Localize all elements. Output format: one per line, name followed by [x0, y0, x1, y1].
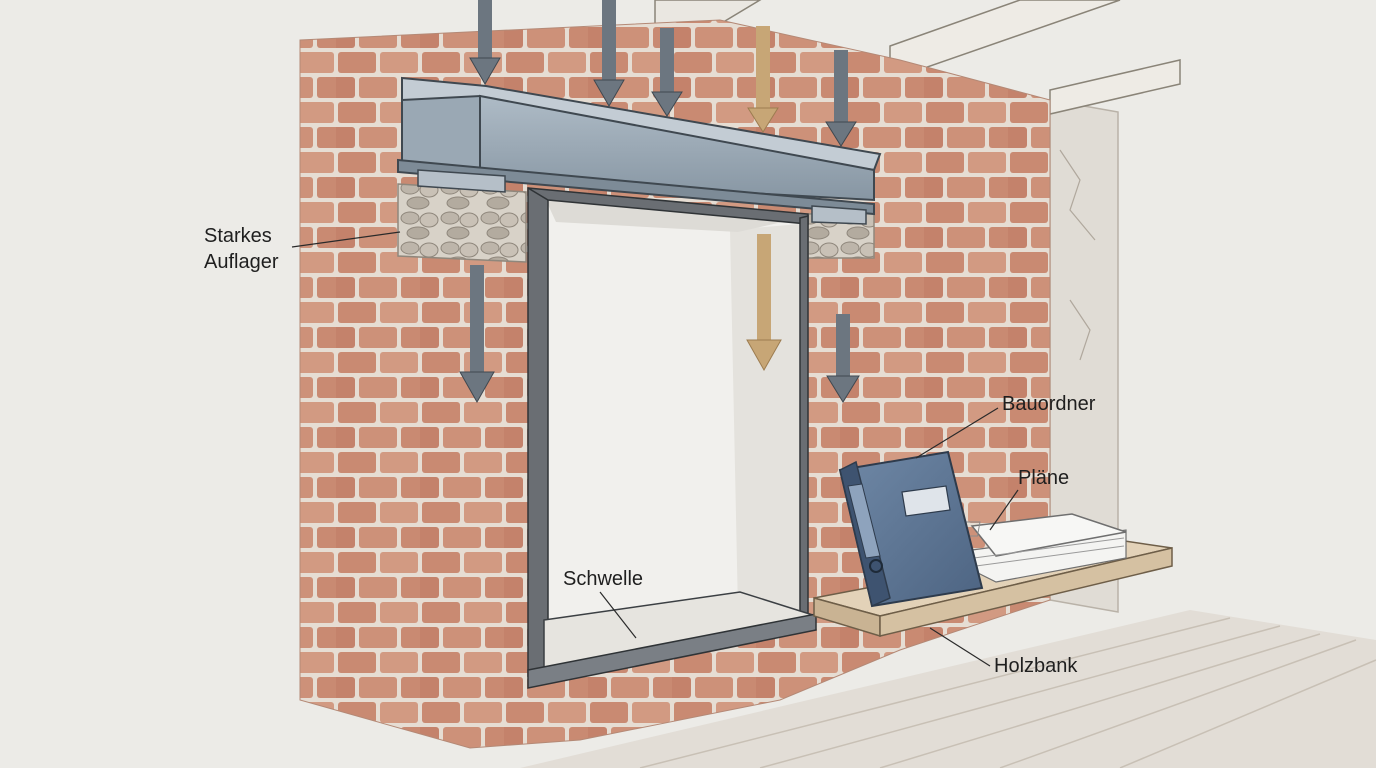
- load-arrows: [459, 0, 860, 404]
- leader-line-binder: [915, 407, 999, 459]
- label-plans: Pläne: [1018, 467, 1070, 489]
- load-arrow-down-4: [747, 26, 779, 133]
- stone-support-left: [397, 183, 527, 263]
- load-arrow-down-1: [469, 0, 501, 86]
- leader-line-sill: [599, 591, 637, 639]
- load-arrow-opening: [746, 234, 782, 372]
- load-arrow-support-right: [826, 314, 860, 403]
- label-sill: Schwelle: [563, 568, 644, 590]
- load-arrow-support-left: [459, 265, 495, 404]
- leader-lines: [291, 231, 1019, 667]
- sill: [527, 591, 817, 689]
- load-arrow-down-5: [825, 50, 857, 147]
- leader-line-plans: [989, 489, 1019, 531]
- label-support-line2: Auflager: [204, 251, 279, 273]
- steel-lintel-beam: [397, 76, 882, 225]
- load-arrow-down-3: [651, 28, 683, 117]
- label-binder: Bauordner: [1002, 393, 1096, 415]
- load-arrow-down-2: [593, 0, 625, 108]
- label-support-line1: Starkes: [204, 225, 272, 247]
- label-bench: Holzbank: [994, 655, 1078, 677]
- leader-line-bench: [929, 627, 991, 667]
- leader-line-support: [291, 231, 401, 248]
- wooden-floor: [520, 610, 1376, 768]
- wall-opening: [527, 187, 809, 677]
- binder: [838, 450, 984, 608]
